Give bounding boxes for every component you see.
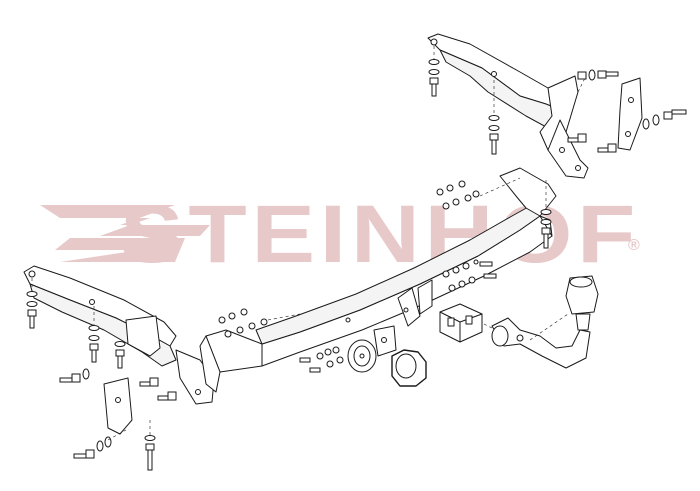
bolt-stack-right-mid	[488, 115, 500, 155]
crossbar-center-brackets	[397, 279, 433, 327]
left-side-bracket	[23, 265, 215, 435]
bolt-horizontal-left-lower	[73, 436, 112, 459]
bolt-stack-left-top	[26, 291, 38, 329]
bolt-horizontal-left-mid	[139, 377, 177, 401]
bolt-horizontal-top	[577, 69, 619, 81]
tow-ball-neck	[491, 317, 591, 369]
socket-plate	[373, 325, 397, 357]
brand-wordmark: STEINHOF	[120, 189, 640, 280]
bolt-pair-right-bracket	[567, 133, 617, 153]
bolt-stack-left-mid	[88, 325, 100, 363]
bolt-stack-top-left	[428, 59, 440, 97]
registered-mark: ®	[628, 237, 640, 254]
bolt-horizontal-left	[59, 368, 90, 383]
nut-cluster-left	[218, 308, 268, 338]
tow-ball	[565, 275, 599, 331]
bolt-stack-left-bottom	[144, 435, 156, 471]
right-mounting-plate	[617, 77, 643, 151]
socket-fasteners	[299, 346, 344, 373]
nut-cluster-mid	[442, 261, 497, 292]
logo-swoosh-icon	[40, 205, 210, 236]
fasteners	[26, 59, 687, 471]
electrical-socket	[347, 339, 377, 373]
bolt-stack-right-lower	[540, 209, 552, 249]
bolt-stack-left-inner	[114, 341, 126, 369]
right-side-bracket	[427, 33, 589, 179]
socket-cover-cap	[391, 349, 427, 387]
assembly-guide-lines	[31, 46, 587, 441]
logo-swoosh-lower-icon	[55, 238, 185, 262]
nut-cluster-top	[436, 180, 480, 210]
bolt-horizontal-right	[642, 109, 687, 130]
towball-mounting-block	[439, 303, 483, 343]
